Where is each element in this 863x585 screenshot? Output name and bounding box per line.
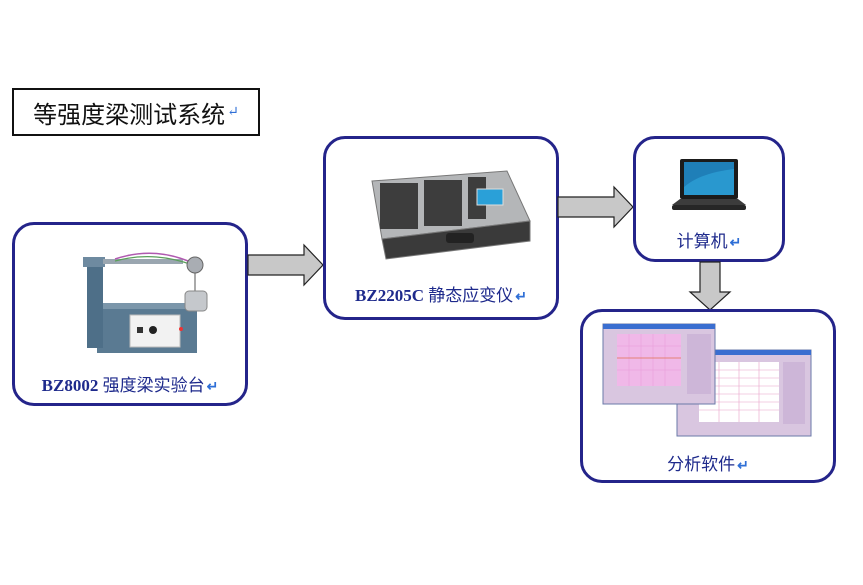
return-mark: ↵	[737, 459, 749, 474]
strain-meter-image	[371, 170, 531, 260]
strain-meter-model: BZ2205C	[355, 286, 424, 305]
software-window-chart	[602, 323, 716, 405]
test-bench-label: BZ8002 强度梁实验台↵	[15, 371, 245, 396]
return-mark: ↵	[206, 380, 219, 395]
arrow-computer-to-software	[688, 261, 732, 311]
computer-name: 计算机	[676, 232, 728, 252]
return-mark: ↵	[729, 236, 742, 251]
test-bench-image	[83, 252, 208, 353]
software-name: 分析软件	[667, 455, 736, 475]
arrow-bench-to-meter	[247, 243, 324, 287]
test-bench-name: 强度梁实验台	[102, 376, 205, 396]
return-mark: ↵	[515, 290, 527, 305]
software-screenshot	[602, 323, 812, 437]
strain-meter-label: BZ2205C 静态应变仪↵	[326, 281, 556, 306]
node-test-bench: BZ8002 强度梁实验台↵	[12, 222, 248, 406]
diagram-title: 等强度梁测试系统↵	[12, 88, 260, 136]
computer-label: 计算机↵	[636, 227, 782, 252]
node-software: 分析软件↵	[580, 309, 836, 483]
test-bench-model: BZ8002	[41, 376, 99, 395]
node-computer: 计算机↵	[633, 136, 785, 262]
title-text: 等强度梁测试系统	[33, 100, 226, 129]
node-strain-meter: BZ2205C 静态应变仪↵	[323, 136, 559, 320]
software-label: 分析软件↵	[583, 450, 833, 475]
laptop-image	[672, 159, 746, 210]
return-mark: ↵	[227, 104, 239, 120]
strain-meter-name: 静态应变仪	[428, 286, 514, 306]
arrow-meter-to-computer	[557, 185, 634, 229]
